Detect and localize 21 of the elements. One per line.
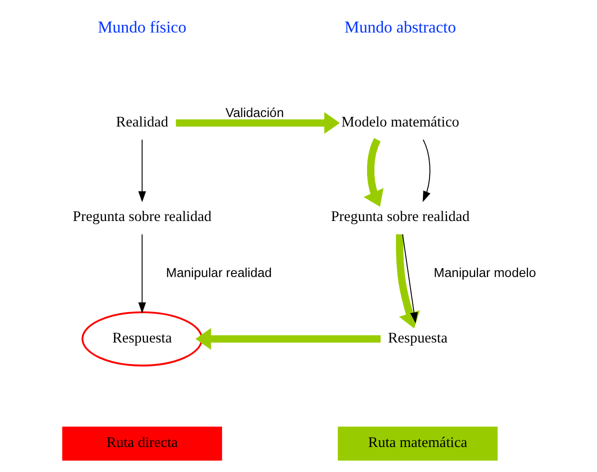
edge-label: Validación [224,104,284,120]
arrow [363,138,384,207]
edge-label: Manipular realidad [166,265,272,280]
node-text: Pregunta sobre realidad [330,209,470,226]
arrow [402,234,418,324]
arrow [395,234,420,328]
label: Mundo físico [97,17,186,36]
node-text: Pregunta sobre realidad [72,209,211,226]
arrow [194,328,380,350]
node-ellipse: Respuesta [81,311,202,366]
edge-label: Manipular modelo [433,265,536,280]
arrow [175,112,340,134]
arrow [422,139,430,202]
legend-label: Ruta matemática [368,435,467,452]
arrow [138,234,146,314]
node-text: Respuesta [387,330,448,346]
arrow [138,139,146,202]
node-text: Realidad [116,114,168,130]
node-text: Modelo matemático [340,114,459,130]
legend-label: Ruta directa [106,435,178,452]
label: Mundo abstracto [344,17,456,36]
